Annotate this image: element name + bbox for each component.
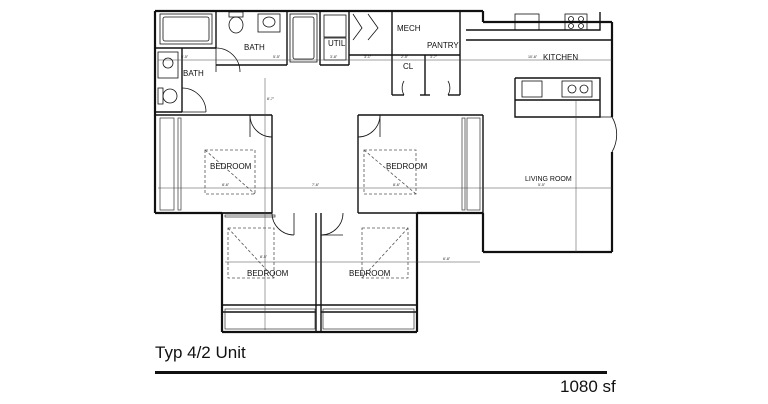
room-label-bedroom-3: BEDROOM bbox=[247, 269, 289, 278]
bathtub-1 bbox=[159, 13, 213, 45]
toilet-2 bbox=[162, 88, 178, 104]
room-label-pantry: PANTRY bbox=[427, 41, 459, 50]
closets bbox=[159, 117, 481, 330]
svg-text:8'-6": 8'-6" bbox=[393, 183, 401, 187]
svg-text:5'-5": 5'-5" bbox=[538, 183, 546, 187]
room-label-bedroom-4: BEDROOM bbox=[349, 269, 391, 278]
svg-text:5'-5": 5'-5" bbox=[181, 55, 189, 59]
exterior-walls bbox=[153, 9, 614, 334]
dimension-lines bbox=[158, 59, 612, 330]
room-label-util: UTIL bbox=[328, 39, 346, 48]
caption-rule bbox=[155, 371, 607, 374]
toilet-1 bbox=[228, 16, 244, 34]
svg-text:10'-6": 10'-6" bbox=[528, 55, 538, 59]
room-label-bedroom-1: BEDROOM bbox=[210, 162, 252, 171]
bathtub-2 bbox=[289, 13, 318, 63]
room-label-mech: MECH bbox=[397, 24, 421, 33]
room-label-bath-1: BATH bbox=[244, 43, 265, 52]
range bbox=[564, 13, 588, 31]
dimension-labels: 5'-5" 5'-5" 3'-8" 3'-1" 2'-5" 3'-7" 10'-… bbox=[181, 55, 546, 261]
interior-walls bbox=[155, 11, 612, 332]
room-label-closet: CL bbox=[403, 62, 414, 71]
unit-area: 1080 sf bbox=[560, 377, 616, 396]
svg-text:3'-7": 3'-7" bbox=[430, 55, 438, 59]
sink-1 bbox=[257, 13, 281, 33]
svg-text:6'-8": 6'-8" bbox=[443, 257, 451, 261]
svg-text:3'-8": 3'-8" bbox=[330, 55, 338, 59]
room-label-bath-2: BATH bbox=[183, 69, 204, 78]
svg-text:2'-5": 2'-5" bbox=[401, 55, 409, 59]
room-label-bedroom-2: BEDROOM bbox=[386, 162, 428, 171]
kitchen-sink bbox=[561, 80, 593, 98]
svg-text:8'-5": 8'-5" bbox=[260, 255, 268, 259]
room-label-living-room: LIVING ROOM bbox=[525, 176, 572, 183]
svg-text:7'-6": 7'-6" bbox=[312, 183, 320, 187]
room-label-kitchen: KITCHEN bbox=[543, 53, 578, 62]
doors bbox=[181, 13, 618, 236]
svg-text:8'-7": 8'-7" bbox=[267, 97, 275, 101]
room-labels: BATH BATH UTIL MECH PANTRY CL KITCHEN LI… bbox=[183, 24, 578, 278]
svg-text:3'-1": 3'-1" bbox=[364, 55, 372, 59]
fixtures bbox=[157, 11, 593, 279]
svg-text:8'-6": 8'-6" bbox=[222, 183, 230, 187]
unit-type-title: Typ 4/2 Unit bbox=[155, 343, 246, 362]
refrigerator bbox=[514, 13, 540, 31]
svg-text:5'-5": 5'-5" bbox=[273, 55, 281, 59]
